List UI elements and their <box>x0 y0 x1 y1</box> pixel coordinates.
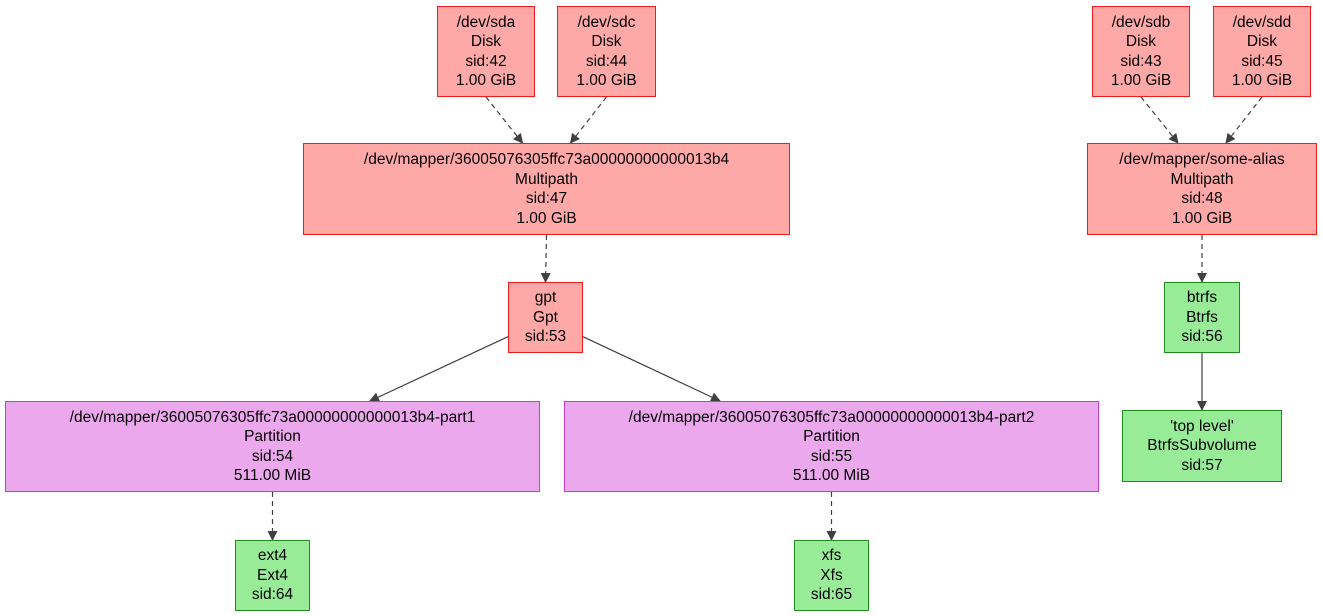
edge-sda-to-mp47 <box>485 96 524 144</box>
node-label-line: Btrfs <box>1186 308 1218 326</box>
node-label-line: Xfs <box>820 566 843 584</box>
node-label-line: /dev/sdd <box>1232 13 1292 31</box>
node-label-line: xfs <box>821 547 842 565</box>
node-label-line: Disk <box>591 33 622 50</box>
node-label-line: /dev/mapper/36005076305ffc73a00000000000… <box>628 408 1035 426</box>
node-label-line: /dev/mapper/36005076305ffc73a00000000000… <box>69 408 476 426</box>
node-label-line: sid:65 <box>810 586 853 604</box>
node-label-line: 1.00 GiB <box>576 72 637 89</box>
edge-gpt-to-part1 <box>369 336 509 402</box>
node-label-line: 1.00 GiB <box>1231 72 1293 89</box>
edge-gpt-to-part2 <box>582 336 721 402</box>
node-label-line: sid:56 <box>1181 328 1223 346</box>
node-label-line: sid:48 <box>1181 190 1223 207</box>
node-label-line: 511.00 MiB <box>792 467 871 484</box>
edge-mp47-to-gpt <box>540 234 551 283</box>
edge-sdc-to-mp47 <box>569 96 607 144</box>
node-label-line: BtrfsSubvolume <box>1147 437 1257 455</box>
node-label-line: gpt <box>534 289 557 307</box>
node-label-line: sid:53 <box>524 328 567 346</box>
node-label-line: Disk <box>470 33 502 50</box>
edge-sdd-to-mp48 <box>1225 96 1263 144</box>
node-label-line: sid:57 <box>1181 456 1223 474</box>
node-multipath-47[interactable]: /dev/mapper/36005076305ffc73a00000000000… <box>303 143 790 235</box>
node-label-line: ext4 <box>257 547 288 565</box>
node-label-line: sid:64 <box>251 586 294 604</box>
node-label-line: Disk <box>1246 33 1278 50</box>
node-label-line: Gpt <box>533 308 558 326</box>
node-label-line: Disk <box>1125 33 1157 50</box>
node-label-line: /dev/mapper/36005076305ffc73a00000000000… <box>363 151 730 168</box>
node-label-line: /dev/sda <box>456 13 516 31</box>
node-label-line: Partition <box>244 428 301 445</box>
node-label-line: Ext4 <box>256 566 288 584</box>
node-label-line: Multipath <box>1170 170 1234 188</box>
node-label-line: 1.00 GiB <box>455 72 517 89</box>
node-label-line: /dev/mapper/some-alias <box>1119 151 1285 168</box>
edge-sdb-to-mp48 <box>1140 96 1179 144</box>
node-label-line: btrfs <box>1186 289 1218 307</box>
node-label-line: 511.00 MiB <box>233 467 312 484</box>
node-label-line: sid:54 <box>251 447 294 465</box>
node-label-line: 1.00 GiB <box>1110 72 1172 89</box>
node-label-line: sid:42 <box>465 52 507 70</box>
node-label-line: 'top level' <box>1170 417 1234 435</box>
node-label-line: sid:43 <box>1120 52 1162 70</box>
node-label-line: sid:44 <box>585 52 628 70</box>
node-label-line: /dev/sdb <box>1111 13 1171 31</box>
node-partition-55[interactable]: /dev/mapper/36005076305ffc73a00000000000… <box>564 401 1099 492</box>
node-label-line: sid:47 <box>525 190 568 207</box>
node-label-line: /dev/sdc <box>577 13 636 31</box>
node-label-line: 1.00 GiB <box>516 209 577 227</box>
node-label-line: 1.00 GiB <box>1171 209 1233 227</box>
node-label-line: sid:45 <box>1241 52 1283 70</box>
node-label-line: Multipath <box>515 170 578 188</box>
node-label-line: Partition <box>803 428 860 445</box>
node-label-line: sid:55 <box>810 447 853 465</box>
node-partition-54[interactable]: /dev/mapper/36005076305ffc73a00000000000… <box>5 401 540 492</box>
